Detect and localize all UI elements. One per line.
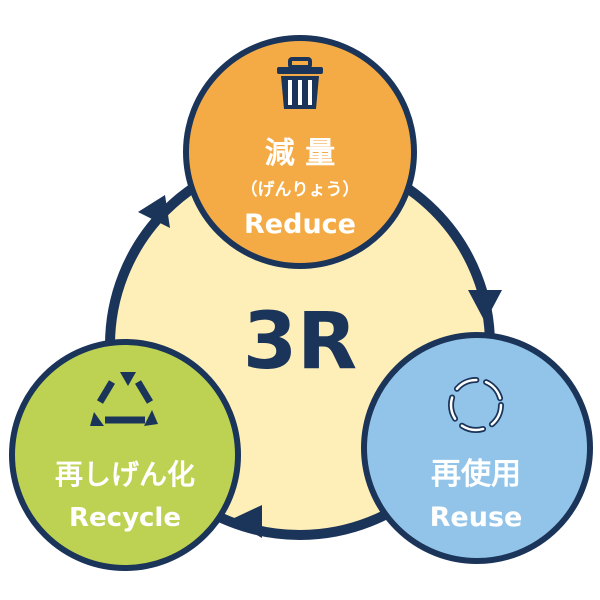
recycle-circle: 再しげん化 Recycle [9,339,241,571]
reduce-reading: （げんりょう） [241,179,360,200]
reuse-english: Reuse [430,502,523,533]
reuse-kanji: 再使用 [431,457,521,492]
recycle-english: Recycle [69,503,181,533]
center-label: 3R [243,297,357,387]
recycle-icon [90,372,158,426]
arrow-head-left [138,195,170,228]
recycle-kanji: 再しげん化 [55,458,195,491]
reduce-circle: 減 量 （げんりょう） Reduce [183,35,417,269]
arrow-head-bottom [230,505,262,538]
reduce-english: Reduce [244,209,356,240]
arrow-head-right [468,290,502,322]
reuse-circle: 再使用 Reuse [361,332,593,564]
reduce-kanji: 減 量 [265,136,335,171]
circular-arrows-icon [448,377,504,433]
trash-can-icon [277,57,323,109]
